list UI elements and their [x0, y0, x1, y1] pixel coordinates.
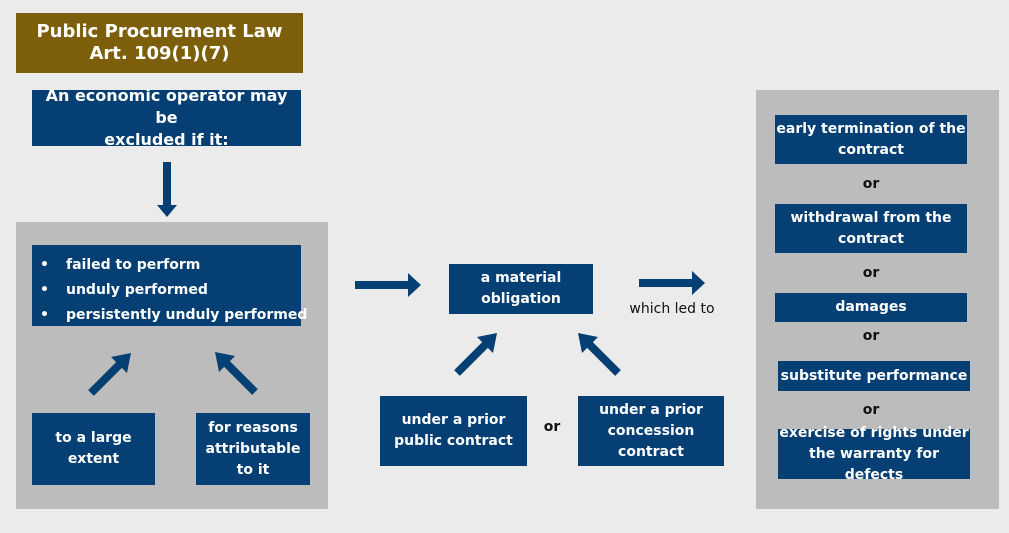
title-line-1: Public Procurement Law: [36, 21, 283, 42]
conduct-item: unduly performed: [40, 278, 291, 303]
arrow-diagonal-line: [88, 361, 123, 396]
intro-line-1: An economic operator may be: [45, 86, 288, 127]
qualifier-large-extent: to a large extent: [32, 413, 155, 485]
obligation-line-1: a material: [480, 270, 562, 286]
concession-contract-box: under a prior concession contract: [578, 396, 724, 466]
obligation-line-2: obligation: [481, 291, 561, 307]
arrow-right-icon: [639, 271, 705, 295]
arrow-diagonal-line: [586, 341, 621, 376]
qualifier-attributable: for reasons attributable to it: [196, 413, 310, 485]
consequence-line-1: substitute performance: [780, 367, 968, 384]
qualifier-attributable-line-2: attributable: [205, 440, 301, 457]
consequence-warranty-rights: exercise of rights under the warranty fo…: [778, 425, 970, 483]
consequence-line-2: the warranty for defects: [809, 445, 939, 483]
consequence-line-1: exercise of rights under: [779, 424, 969, 441]
public-contract-line-2: public contract: [394, 433, 513, 449]
consequence-line-1: withdrawal from the: [790, 209, 952, 226]
public-contract-box: under a prior public contract: [380, 396, 527, 466]
consequence-or-connector: or: [862, 328, 880, 344]
arrow-diagonal-line: [223, 360, 258, 395]
conduct-item: failed to perform: [40, 253, 291, 278]
consequence-line-2: contract: [838, 230, 904, 247]
consequence-damages: damages: [775, 293, 967, 322]
arrow-head-icon: [477, 333, 497, 353]
public-contract-line-1: under a prior: [401, 412, 506, 428]
arrow-right-icon: [355, 273, 421, 297]
qualifier-large-extent-line-2: extent: [67, 451, 120, 467]
qualifier-attributable-line-1: for reasons: [208, 419, 298, 436]
arrow-down-icon: [157, 162, 177, 217]
arrow-diagonal-line: [454, 341, 489, 376]
conduct-list: failed to perform unduly performed persi…: [40, 253, 307, 328]
title-box: Public Procurement Law Art. 109(1)(7): [16, 13, 303, 73]
consequence-line-2: contract: [838, 141, 904, 158]
consequence-line-1: early termination of the: [776, 120, 966, 137]
concession-contract-line-3: contract: [618, 443, 684, 460]
consequence-early-termination: early termination of the contract: [775, 115, 967, 164]
conduct-item: persistently unduly performed: [40, 303, 307, 328]
title-line-2: Art. 109(1)(7): [89, 43, 230, 64]
led-to-label: which led to: [629, 301, 715, 317]
concession-contract-line-1: under a prior: [599, 401, 703, 418]
intro-box: An economic operator may be excluded if …: [32, 86, 301, 149]
consequence-or-connector: or: [862, 265, 880, 281]
consequence-or-connector: or: [862, 402, 880, 418]
qualifier-attributable-line-3: to it: [236, 461, 270, 478]
qualifier-large-extent-line-1: to a large: [55, 430, 132, 446]
consequence-or-connector: or: [862, 176, 880, 192]
consequence-line-1: damages: [835, 299, 907, 315]
arrow-head-icon: [215, 352, 235, 372]
obligation-box: a material obligation: [449, 264, 593, 314]
arrow-head-icon: [111, 353, 131, 373]
intro-line-2: excluded if it:: [104, 130, 229, 149]
contracts-or-connector: or: [543, 419, 561, 435]
consequence-withdrawal: withdrawal from the contract: [775, 204, 967, 253]
conduct-list-box: failed to perform unduly performed persi…: [32, 245, 307, 328]
consequence-substitute-performance: substitute performance: [778, 361, 970, 391]
arrow-head-icon: [578, 333, 598, 353]
concession-contract-line-2: concession: [607, 422, 695, 439]
